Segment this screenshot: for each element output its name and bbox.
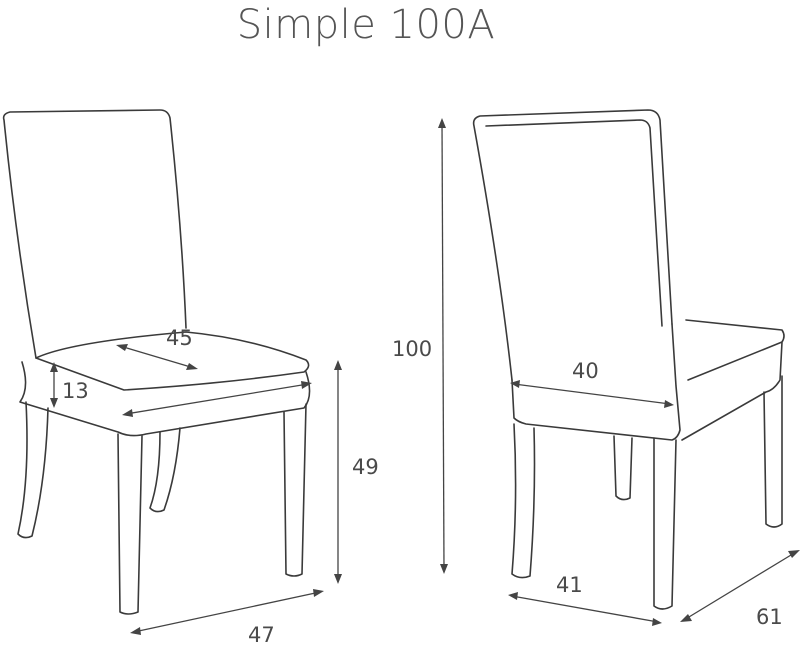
front-chair-seat-top (35, 331, 310, 391)
label-base-width: 41 (556, 573, 583, 597)
front-view-chair (2, 109, 311, 615)
rear-chair-seat-side (681, 319, 785, 441)
label-total-height: 100 (392, 337, 432, 361)
label-seat-thickness: 13 (62, 379, 89, 403)
dim-overall-width-arrow (130, 589, 324, 635)
dim-seat-thickness-arrow (50, 362, 58, 408)
label-back-width: 40 (572, 359, 599, 383)
front-chair-front-left-leg (117, 433, 143, 615)
dim-overall-depth-arrow (680, 550, 800, 622)
dim-seat-depth-arrow (116, 344, 198, 370)
rear-view-chair (472, 109, 785, 610)
dim-seat-height-arrow (334, 360, 342, 584)
label-overall-depth: 61 (756, 605, 783, 629)
front-chair-front-right-leg (283, 403, 307, 577)
dim-seat-front-width-arrow (122, 381, 312, 417)
dim-base-width-arrow (508, 592, 662, 626)
rear-chair-front-left-leg (613, 435, 633, 501)
label-seat-height: 49 (352, 455, 379, 479)
rear-chair-front-right-leg (763, 375, 783, 528)
label-seat-depth: 45 (166, 326, 193, 350)
front-chair-back-left-leg (17, 401, 49, 539)
front-chair-back-right-leg (149, 427, 181, 513)
dim-back-width-arrow (510, 380, 674, 408)
label-overall-width: 47 (248, 623, 275, 647)
rear-chair-back-left-leg (511, 423, 536, 579)
product-title: Simple 100A (236, 2, 496, 48)
front-chair-seat-cushion (19, 361, 311, 437)
rear-chair-backrest (472, 109, 673, 381)
front-chair-backrest (2, 109, 187, 359)
dim-total-height-arrow (438, 118, 448, 574)
rear-chair-back-right-leg (653, 437, 677, 610)
rear-chair-back-panel (511, 323, 681, 441)
